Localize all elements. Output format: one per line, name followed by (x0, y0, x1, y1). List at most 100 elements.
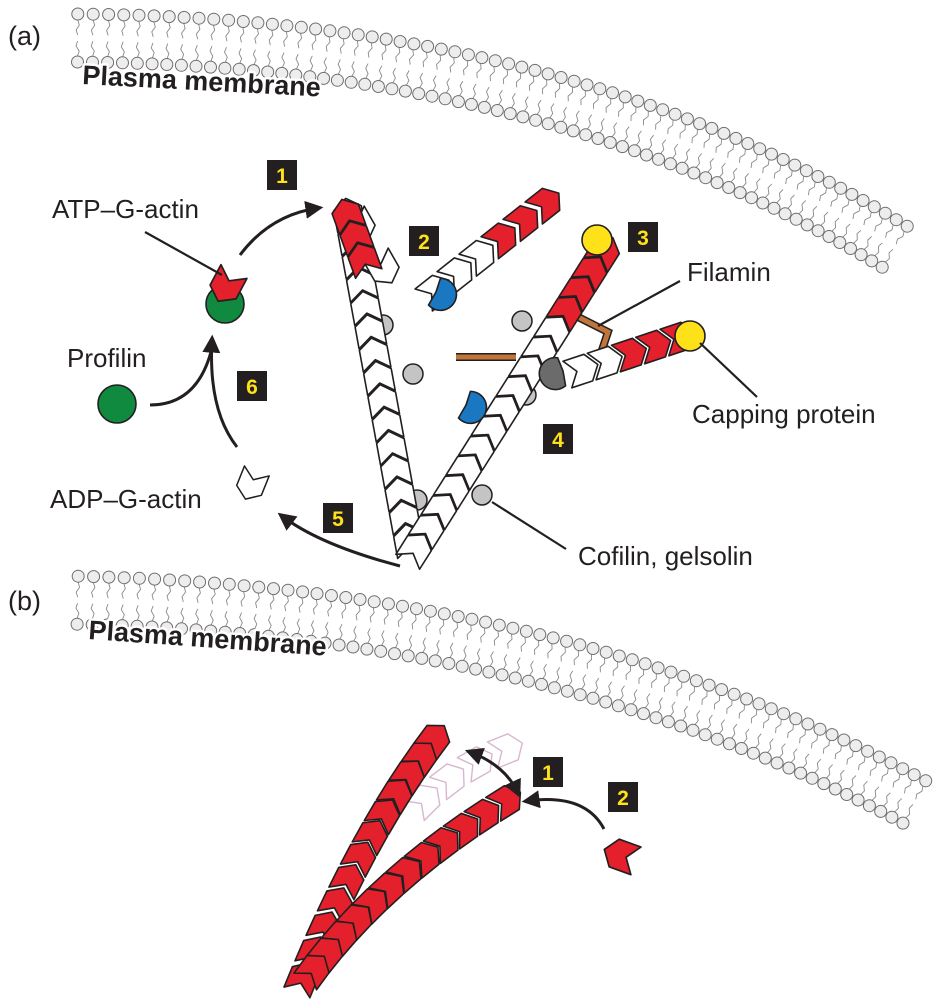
lipid-tail (903, 779, 912, 794)
lipid-tail (787, 194, 795, 209)
lipid-tail (755, 733, 762, 748)
lipid-head (371, 80, 385, 93)
lipid-tail (719, 162, 726, 178)
lipid-head (733, 186, 747, 200)
lipid-tail (355, 605, 361, 621)
lipid-head (722, 737, 736, 751)
lipid-tail (136, 584, 141, 600)
lipid-tail (253, 613, 258, 630)
lipid-tail (472, 83, 477, 99)
lipid-tail (120, 41, 125, 57)
lipid-head (753, 142, 767, 156)
lipid-tail (395, 632, 399, 648)
lipid-head (304, 634, 318, 648)
leader-atp-g-actin (144, 231, 223, 276)
leader-capping-protein (699, 342, 758, 398)
step-1-badge-b: 1 (533, 757, 563, 787)
lipid-head (734, 742, 748, 755)
lipid-head (289, 68, 303, 82)
lipid-tail (611, 122, 618, 138)
lipid-head (767, 201, 781, 215)
svg-text:2: 2 (617, 787, 629, 810)
lipid-tail (419, 72, 423, 88)
lipid-head (339, 591, 353, 604)
arrow-step-6 (149, 347, 214, 407)
lipid-tail (311, 34, 317, 50)
lipid-tail (607, 681, 612, 697)
pointed-end-cap (538, 356, 567, 391)
lipid-head (281, 583, 295, 597)
svg-text:1: 1 (276, 165, 288, 188)
lipid-head (547, 681, 561, 695)
lipid-tail (106, 582, 111, 599)
lipid-tail (764, 183, 773, 198)
lipid-tail (742, 173, 750, 188)
lipid-head (849, 739, 863, 753)
lipid-head (889, 213, 903, 227)
lipid-head (851, 793, 865, 807)
lipid-head (115, 619, 129, 633)
lipid-head (464, 97, 478, 111)
lipid-head (664, 665, 678, 679)
lipid-tail (809, 205, 818, 220)
lipid-tail (767, 738, 774, 753)
lipid-tail (284, 596, 289, 612)
lipid-head (85, 618, 99, 632)
cofilin-dot (511, 310, 533, 332)
lipid-head (218, 625, 232, 639)
lipid-head (147, 9, 161, 23)
filamin-link (574, 313, 612, 351)
lipid-head (193, 575, 207, 589)
lipid-tail (267, 50, 271, 67)
lipid-head (661, 715, 675, 729)
capping-protein-right (674, 320, 706, 352)
lipid-tail (750, 709, 758, 724)
lipid-head (388, 647, 401, 661)
lipid-head (130, 619, 144, 633)
lipid-tail (210, 25, 216, 41)
lipid-tail (676, 681, 683, 697)
lipid-tail (165, 43, 170, 59)
lipid-tail (750, 154, 758, 168)
lipid-tail (502, 69, 509, 85)
lipid-head (276, 631, 290, 645)
lipid-head (756, 196, 770, 210)
arrow-recharge (202, 334, 239, 448)
lipid-head (740, 692, 754, 706)
lipid-head (825, 728, 839, 742)
lipid-head (840, 788, 854, 801)
svg-text:5: 5 (332, 508, 344, 531)
lipid-head (573, 688, 587, 702)
lipid-tail (369, 607, 375, 623)
lipid-tail (224, 47, 228, 63)
lipid-tail (703, 133, 711, 148)
lipid-head (425, 89, 439, 103)
lipid-head (828, 782, 842, 796)
lipid-tail (339, 38, 345, 54)
lipid-head (833, 236, 847, 249)
lipid-tail (858, 756, 866, 771)
lipid-head (247, 628, 261, 642)
lipid-tail (895, 231, 905, 245)
lipid-head (698, 728, 712, 742)
arp-complex-upper (427, 277, 458, 312)
lipid-head (702, 678, 716, 692)
lipid-head (337, 26, 351, 40)
lipid-head (541, 117, 555, 131)
lipid-head (801, 717, 815, 731)
lipid-tail (630, 106, 637, 122)
lipid-head (799, 164, 813, 178)
lipid-head (878, 206, 892, 220)
lipid-tail (562, 106, 567, 122)
lipid-head (516, 110, 530, 124)
lipid-head (586, 642, 600, 655)
lipid-head (727, 687, 741, 701)
lipid-tail (489, 66, 495, 82)
lipid-tail (524, 96, 529, 112)
lipid-head (649, 711, 663, 725)
lipid-head (715, 683, 729, 697)
lipid-head (177, 10, 191, 24)
lipid-tail (240, 591, 246, 607)
lipid-head (546, 631, 560, 645)
lipid-tail (848, 775, 857, 790)
